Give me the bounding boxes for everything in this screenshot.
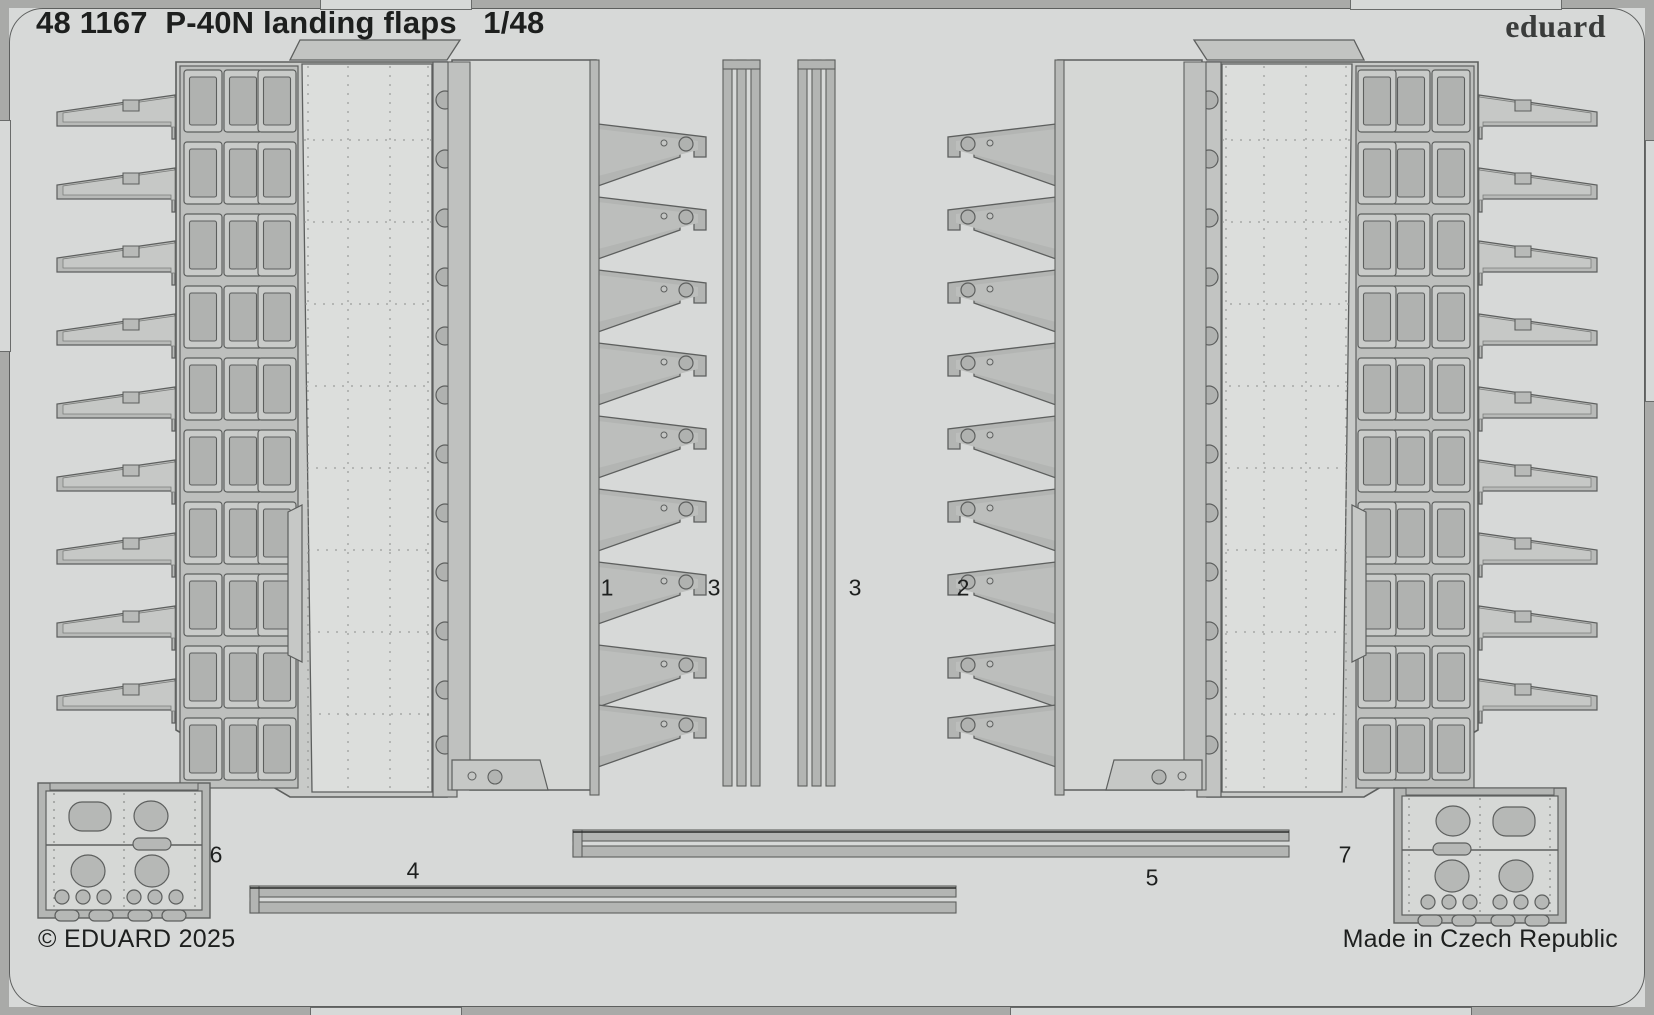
left-hinge-sprue: [589, 59, 600, 796]
left-flap-skin: [287, 63, 433, 793]
left-lightening-holes: [179, 65, 299, 789]
detail-plate-7: [1393, 787, 1567, 927]
part-number-6-6: 6: [209, 841, 223, 868]
fret-frame-top: [0, 0, 1654, 8]
part-number-4-4: 4: [406, 857, 420, 884]
right-flap-assembly: [947, 39, 1598, 798]
bottom-strip-group-left: [249, 885, 957, 914]
strip-3c: [750, 59, 761, 787]
strip-5-header: [572, 829, 583, 858]
part-number-7-7: 7: [1338, 841, 1352, 868]
part-number-1-0: 1: [600, 574, 614, 601]
part-number-3-1: 3: [707, 574, 721, 601]
left-hinge-plate-group: [597, 123, 707, 768]
fret-frame-left: [0, 0, 9, 1015]
right-flap-skin: [1221, 63, 1367, 793]
right-bottom-hole: [1151, 769, 1167, 785]
right-rib-group: [1478, 94, 1598, 724]
right-hinge-sprue: [1054, 59, 1065, 796]
fret-frame-bottom: [0, 1007, 1654, 1015]
strip-3f: [825, 59, 836, 787]
bottom-strip-group-right: [572, 829, 1290, 858]
strip-4-header: [249, 885, 260, 914]
left-flap-inner-panel: [451, 59, 597, 791]
left-flap-assembly: [56, 39, 707, 798]
frame-tab-right-1: [1645, 140, 1654, 402]
frame-tab-top-2: [1350, 0, 1562, 10]
center-strip-group-right: [797, 59, 836, 787]
left-bottom-hole-small: [467, 771, 477, 781]
right-flap-spar: [1183, 61, 1207, 791]
eduard-logo: eduard: [1505, 8, 1606, 44]
right-lightening-holes: [1355, 65, 1475, 789]
made-in-notice: Made in Czech Republic: [1342, 925, 1618, 953]
strip-3b: [736, 59, 747, 787]
strip-3a: [722, 59, 733, 787]
right-flap-top-cap: [1192, 39, 1366, 61]
label-leader-lines: [250, 831, 1289, 889]
part-number-3-2: 3: [848, 574, 862, 601]
part-number-5-5: 5: [1145, 864, 1159, 891]
copyright-notice: © EDUARD 2025: [38, 925, 236, 953]
strip-3e: [811, 59, 822, 787]
left-flap-spar: [447, 61, 471, 791]
right-hinge-plate-group: [947, 123, 1057, 768]
strip-3-header: [722, 59, 761, 70]
strip-3d: [797, 59, 808, 787]
center-strip-group-left: [722, 59, 761, 787]
left-flap-top-cap: [288, 39, 462, 61]
left-bottom-hole: [487, 769, 503, 785]
fret-frame-right: [1645, 0, 1654, 1015]
frame-tab-bottom-2: [1010, 1007, 1472, 1015]
detail-plate-6: [37, 782, 211, 922]
frame-tab-top-1: [320, 0, 472, 10]
strip-3-header-2: [797, 59, 836, 70]
right-bottom-hole-small: [1177, 771, 1187, 781]
right-flap-inner-panel: [1057, 59, 1203, 791]
strip-4b: [249, 901, 957, 914]
frame-tab-bottom-1: [310, 1007, 462, 1015]
left-rib-group: [56, 94, 176, 724]
strip-5b: [572, 845, 1290, 858]
part-number-2-3: 2: [956, 574, 970, 601]
page-title: 48 1167 P-40N landing flaps 1/48: [36, 5, 545, 40]
frame-tab-left-1: [0, 120, 11, 352]
